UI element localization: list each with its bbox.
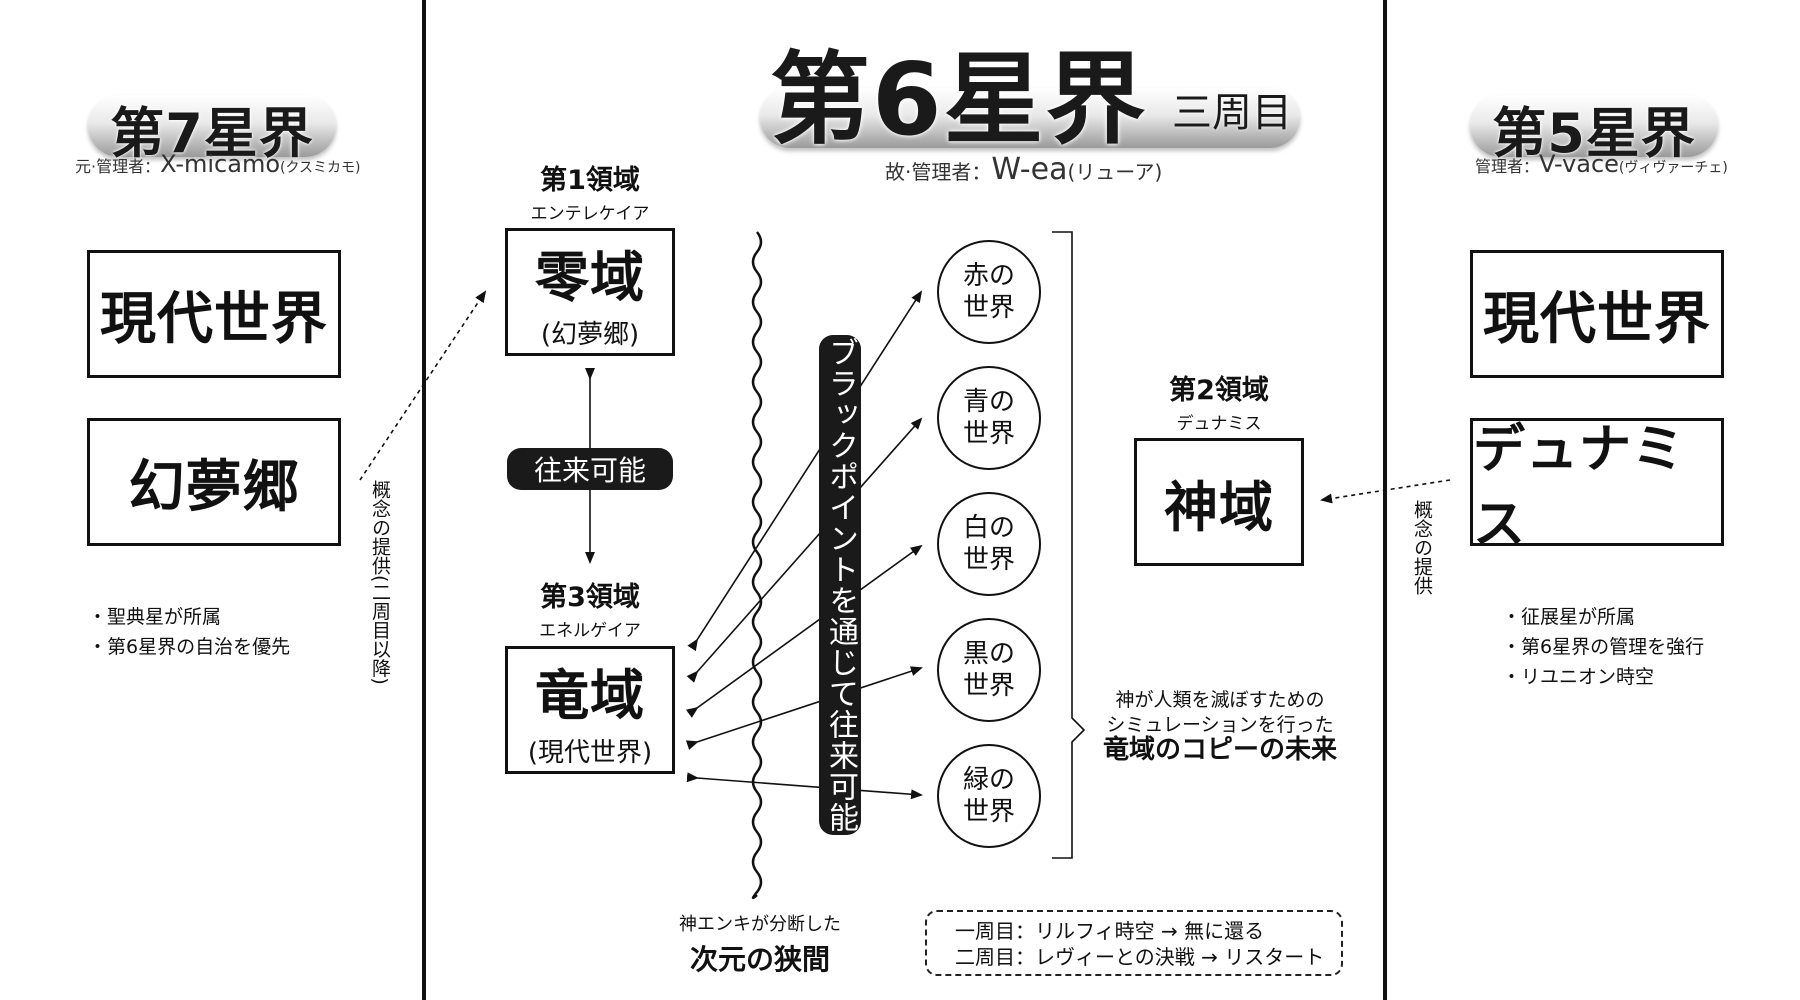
realm3-kana: エネルゲイア [539, 621, 641, 641]
divider-left [422, 0, 426, 1000]
realm5-admin-reading: (ヴィヴァーチェ) [1618, 160, 1728, 176]
cycle-1: 一周目：リルフィ時空 → 無に還る [955, 919, 1265, 943]
simulation-note-line2: シミュレーションを行った [1106, 714, 1334, 736]
realm1-name: 第1領域 [540, 165, 640, 196]
realm7-bullet-2: ・第6星界の自治を優先 [88, 636, 291, 658]
realm5-box-modern-world: 現代世界 [1470, 250, 1724, 378]
realm5-bullets: ・征展星が所属 ・第6星界の管理を強行 ・リユニオン時空 [1502, 602, 1704, 692]
realm3-box-dragon-domain: 竜域 (現代世界) [505, 646, 675, 774]
dimensional-gap-wave [751, 231, 763, 900]
realm5-title: 第5星界 [1492, 102, 1696, 165]
dimensional-gap-label: 神エンキが分断した 次元の狭間 [650, 910, 870, 978]
realm7-admin-reading: (クスミカモ) [280, 160, 361, 176]
realm5-admin-name: V-vace [1539, 150, 1619, 178]
world-white: 白の 世界 [937, 492, 1041, 596]
realm2-kana: デュナミス [1176, 414, 1262, 434]
realm7-title: 第7星界 [110, 102, 314, 165]
simulation-note-line1: 神が人類を滅ぼすための [1115, 689, 1325, 711]
realm6-title-plate [760, 88, 1300, 148]
realm6-title: 第6星界 [770, 41, 1148, 158]
realm2-label: 第2領域 デュナミス [1134, 368, 1304, 434]
realm2-box-divine-domain: 神域 [1134, 438, 1304, 566]
realm5-bullet-2: ・第6星界の管理を強行 [1502, 636, 1705, 658]
realm5-box-dynamis-label: デュナミス [1473, 420, 1686, 555]
dimensional-gap-line2: 次元の狭間 [689, 943, 830, 976]
realm7-admin-name: X-micamo [160, 150, 281, 178]
realm7-title-plate: 第7星界 [88, 95, 336, 165]
realm7-admin-prefix: 元·管理者： [75, 157, 161, 176]
world-arrow-green [686, 772, 923, 800]
simulation-note: 神が人類を滅ぼすための シミュレーションを行った 竜域のコピーの未来 [1090, 688, 1350, 763]
travel-pill: 往来可能 [507, 448, 673, 490]
realm5-admin-prefix: 管理者： [1475, 157, 1540, 176]
realm6-title-suffix: 三周目 [1172, 90, 1292, 136]
realm1-box-zero-domain: 零域 (幻夢郷) [505, 228, 675, 356]
realm5-box-modern-world-label: 現代世界 [1483, 286, 1711, 352]
blackpoint-pill: ブラックポイントを通じて往来可能 [819, 335, 861, 835]
concept-link-left [359, 290, 487, 481]
realm7-box-dreamland-label: 幻夢郷 [128, 454, 300, 520]
realm2-box-title: 神域 [1164, 475, 1274, 539]
realm7-box-modern-world-label: 現代世界 [100, 286, 328, 352]
worlds-bracket [1052, 231, 1086, 859]
realm7-concept-label: 概念の提供(二周目以降) [369, 480, 391, 685]
realm6-admin-reading: (リューア) [1067, 160, 1163, 184]
realm5-concept-label: 概念の提供 [1411, 500, 1433, 595]
realm7-bullet-1: ・聖典星が所属 [88, 606, 222, 628]
divider-right [1383, 0, 1387, 1000]
realm5-title-plate: 第5星界 [1470, 95, 1718, 165]
world-arrow-red [687, 290, 923, 652]
realm5-bullet-1: ・征展星が所属 [1502, 606, 1636, 628]
realm5-bullet-3: ・リユニオン時空 [1502, 666, 1655, 688]
realm7-bullets: ・聖典星が所属 ・第6星界の自治を優先 [88, 602, 290, 662]
realm6-admin-name: W-ea [991, 152, 1068, 187]
concept-link-right [1320, 479, 1451, 504]
world-arrow-blue [686, 417, 923, 683]
world-arrow-black [685, 666, 923, 750]
realm1-box-title: 零域 [535, 246, 645, 309]
world-green: 緑の 世界 [937, 744, 1041, 848]
world-arrow-white [685, 544, 923, 718]
realm7-box-modern-world: 現代世界 [87, 250, 341, 378]
realm6-admin-prefix: 故·管理者： [885, 160, 992, 184]
dimensional-gap-line1: 神エンキが分断した [679, 914, 841, 935]
realm3-name: 第3領域 [540, 582, 640, 613]
cycles-box: 一周目：リルフィ時空 → 無に還る 二周目：レヴィーとの決戦 → リスタート [925, 910, 1343, 976]
simulation-note-line3: 竜域のコピーの未来 [1102, 735, 1337, 765]
realm1-kana: エンテレケイア [530, 204, 650, 224]
world-red: 赤の 世界 [937, 240, 1041, 344]
realm3-box-title: 竜域 [535, 664, 645, 727]
realm5-box-dynamis: デュナミス [1470, 418, 1724, 555]
realm1-box-sub: (幻夢郷) [540, 320, 640, 350]
realm7-admin: 元·管理者：X-micamo(クスミカモ) [75, 150, 361, 178]
realm2-name: 第2領域 [1169, 375, 1269, 406]
realm5-admin: 管理者：V-vace(ヴィヴァーチェ) [1475, 150, 1728, 178]
realm3-box-sub: (現代世界) [527, 738, 653, 768]
realm7-box-dreamland: 幻夢郷 [87, 418, 341, 546]
world-black: 黒の 世界 [937, 618, 1041, 722]
realm3-label: 第3領域 エネルゲイア [505, 575, 675, 641]
realm6-admin: 故·管理者：W-ea(リューア) [885, 152, 1162, 187]
cycle-2: 二周目：レヴィーとの決戦 → リスタート [955, 945, 1325, 969]
realm1-label: 第1領域 エンテレケイア [505, 158, 675, 224]
world-blue: 青の 世界 [937, 366, 1041, 470]
